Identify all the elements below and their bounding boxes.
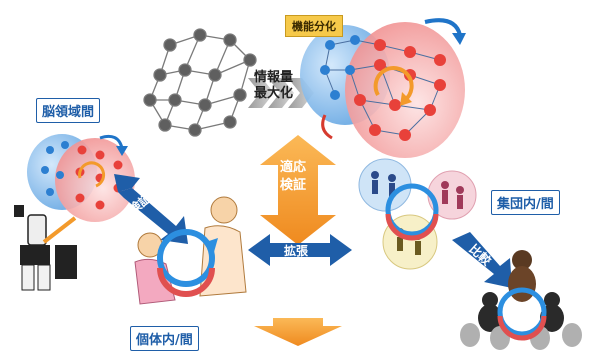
robot-figure-icon [14, 205, 77, 291]
brain-regions-label: 脳領域間 [36, 98, 101, 123]
brain-network-icon [27, 134, 135, 222]
down-arrow-icon [254, 318, 342, 346]
specialization-label: 機能分化 [285, 15, 343, 37]
individual-label: 個体内/間 [130, 326, 199, 351]
adapt-label-line2: 検証 [280, 178, 307, 193]
colored-network-icon [300, 18, 466, 158]
group-label: 集団内/間 [491, 190, 560, 215]
individual-figures-icon [134, 196, 247, 305]
gray-network-icon [143, 28, 257, 137]
expand-label: 拡張 [284, 244, 309, 258]
adapt-arrow-icon [260, 135, 336, 245]
maximize-label-line1: 情報量 [254, 70, 294, 85]
group-figures-icon [358, 158, 477, 270]
verify-arrow-icon [114, 174, 188, 244]
expand-arrow-icon [248, 234, 352, 266]
compare-arrow-icon [452, 232, 512, 288]
maximize-label-line2: 最大化 [254, 86, 294, 101]
adapt-label-line1: 適応 [280, 160, 307, 175]
chimpanzee-group-icon [460, 250, 582, 350]
